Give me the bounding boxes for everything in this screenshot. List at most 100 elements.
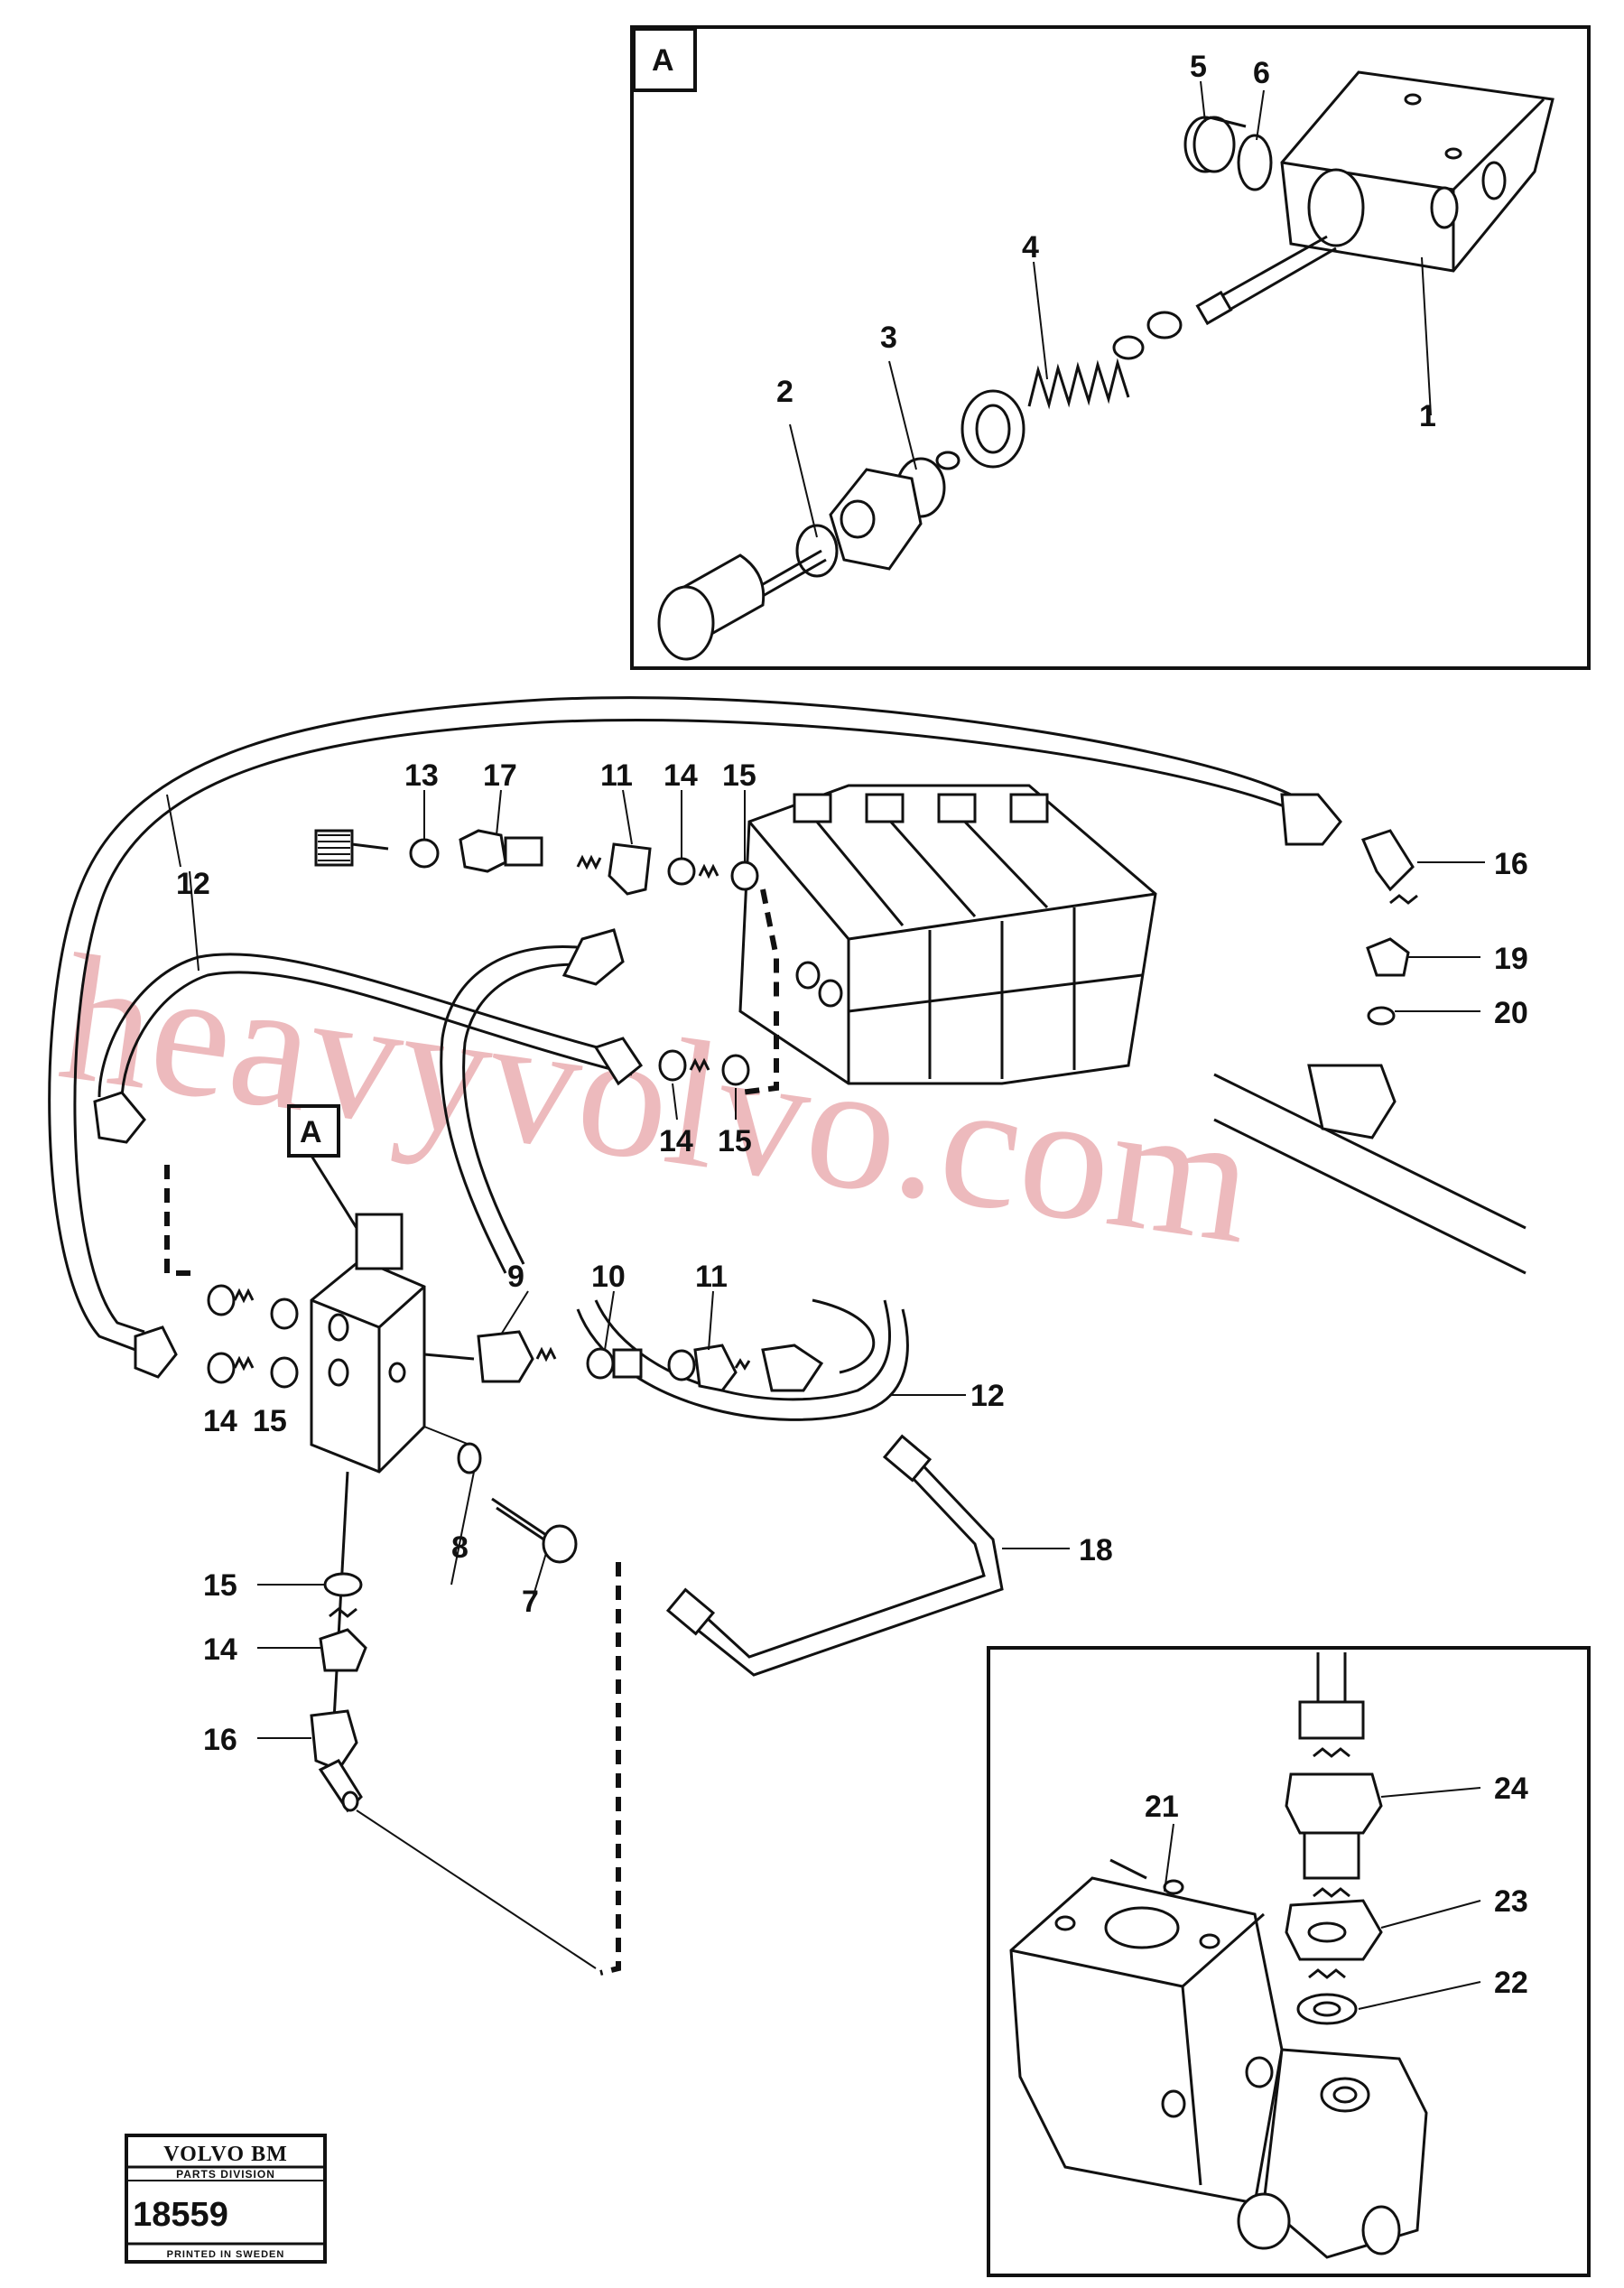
- nut-14-lower: [319, 1628, 367, 1672]
- leader-6: [1256, 89, 1265, 141]
- fitting-row-top: [314, 829, 759, 896]
- detail-a-panel: A: [630, 25, 1591, 670]
- callout-12-outer: 12: [176, 867, 210, 901]
- control-valve-stack: [738, 784, 1157, 1085]
- volvo-bm-stamp: VOLVO BM PARTS DIVISION 18559 PRINTED IN…: [125, 2134, 327, 2264]
- callout-3: 3: [880, 321, 897, 355]
- callout-1: 1: [1419, 399, 1436, 433]
- spring-cup: [960, 389, 1025, 469]
- washer-15-top: [730, 860, 759, 891]
- hose-inner: [97, 953, 633, 1098]
- inset-panel: 21 22 23 24: [987, 1646, 1591, 2277]
- leader-11-top: [622, 789, 633, 845]
- detail-a-border: [630, 25, 1591, 670]
- callout-4: 4: [1022, 230, 1039, 265]
- callout-24: 24: [1494, 1772, 1528, 1806]
- callout-22: 22: [1494, 1966, 1528, 2000]
- callout-14-lower: 14: [203, 1632, 237, 1667]
- elbow-16-lower: [310, 1709, 358, 1772]
- adapter-17: [459, 829, 507, 873]
- bolt-7: [491, 1497, 578, 1564]
- elbow-16-right: [1360, 829, 1415, 892]
- washer-a: [1146, 311, 1183, 339]
- callout-7: 7: [522, 1585, 539, 1619]
- seal-13: [409, 838, 440, 869]
- leader-11-lower: [708, 1290, 714, 1351]
- pipe-part-18-b: [685, 1452, 1004, 1677]
- elbow-fitting: [561, 928, 625, 986]
- callout-23: 23: [1494, 1884, 1528, 1919]
- detail-ref-letter: A: [300, 1115, 322, 1149]
- spring-part-4: [1027, 358, 1130, 410]
- stamp-number: 18559: [133, 2196, 228, 2234]
- fitting-row-middle: [593, 1037, 750, 1086]
- detail-ref-tag: [287, 1104, 340, 1158]
- left-fittings: [93, 1091, 299, 1389]
- callout-16-lower: 16: [203, 1723, 237, 1757]
- detail-a-letter: A: [652, 43, 674, 78]
- tube-nut: [1298, 1700, 1365, 1740]
- nut-14-top: [667, 857, 696, 886]
- seal-part-6: [1237, 134, 1273, 191]
- stamp-printed: PRINTED IN SWEDEN: [167, 2249, 285, 2260]
- hose-nut-right: [1280, 793, 1342, 846]
- pump-body-part-21: [1009, 1858, 1428, 2259]
- nut-10-body: [612, 1348, 643, 1379]
- inset-border: [987, 1646, 1591, 2277]
- hose-outer-loop: [48, 696, 1292, 1352]
- cap-nut: [657, 553, 766, 661]
- o-ring-part-2: [795, 524, 839, 578]
- routing-line-lower: [356, 1809, 597, 1969]
- valve-right-fittings: [423, 1330, 824, 1392]
- hose-center-down-b: [462, 963, 597, 1265]
- callout-11-lower: 11: [695, 1260, 728, 1294]
- valve-block-part-1: [1280, 70, 1554, 273]
- hose-outer-loop-inner: [73, 719, 1301, 1334]
- hose-end-middle: [593, 1037, 644, 1086]
- right-fittings: [1213, 793, 1527, 1275]
- callout-15-lower: 15: [203, 1568, 237, 1603]
- small-washer: [935, 451, 960, 470]
- adjusting-nut: [829, 468, 923, 571]
- hose-center-down: [440, 945, 588, 1274]
- callout-18: 18: [1079, 1533, 1113, 1567]
- nut-19: [1366, 937, 1410, 977]
- hose-nut-left-lower: [134, 1325, 178, 1379]
- nut-10: [586, 1347, 615, 1380]
- leader-9: [500, 1290, 529, 1335]
- leader-22: [1358, 1981, 1481, 2010]
- stamp-division: PARTS DIVISION: [176, 2168, 275, 2181]
- nut-14-middle: [658, 1049, 687, 1082]
- callout-9: 9: [507, 1260, 524, 1294]
- detail-ref-leader: [310, 1155, 358, 1229]
- callout-14-left: 14: [203, 1404, 237, 1438]
- callout-15-left: 15: [253, 1404, 287, 1438]
- leader-2: [789, 423, 818, 538]
- pipe-nut-lower: [665, 1587, 716, 1636]
- callout-8: 8: [451, 1530, 469, 1565]
- stamp-border: [125, 2134, 327, 2264]
- callout-5: 5: [1190, 50, 1207, 84]
- dash-lower: [599, 1562, 621, 1976]
- washer-b: [1112, 335, 1145, 360]
- adapter-17-body: [504, 836, 543, 867]
- pipe-nut-upper: [882, 1434, 933, 1483]
- plug-part-5: [1183, 116, 1247, 173]
- callout-21: 21: [1145, 1790, 1179, 1824]
- stamp-brand: VOLVO BM: [163, 2143, 288, 2166]
- leader-10: [604, 1290, 615, 1351]
- callout-2: 2: [776, 375, 793, 409]
- leader-12-outer: [166, 794, 181, 868]
- leader-24: [1380, 1787, 1481, 1798]
- adapter-9: [477, 1330, 534, 1383]
- hose-inner-b: [120, 971, 633, 1102]
- leader-17: [496, 789, 502, 836]
- callout-14-top: 14: [664, 758, 698, 793]
- hose-end-12-lower: [761, 1344, 824, 1392]
- valve-top-plug: [355, 1213, 404, 1270]
- adapter-part-24: [1285, 1772, 1383, 1880]
- nut-11-lower: [667, 1349, 696, 1381]
- spool-shaft: [1195, 235, 1337, 326]
- callout-20: 20: [1494, 996, 1528, 1030]
